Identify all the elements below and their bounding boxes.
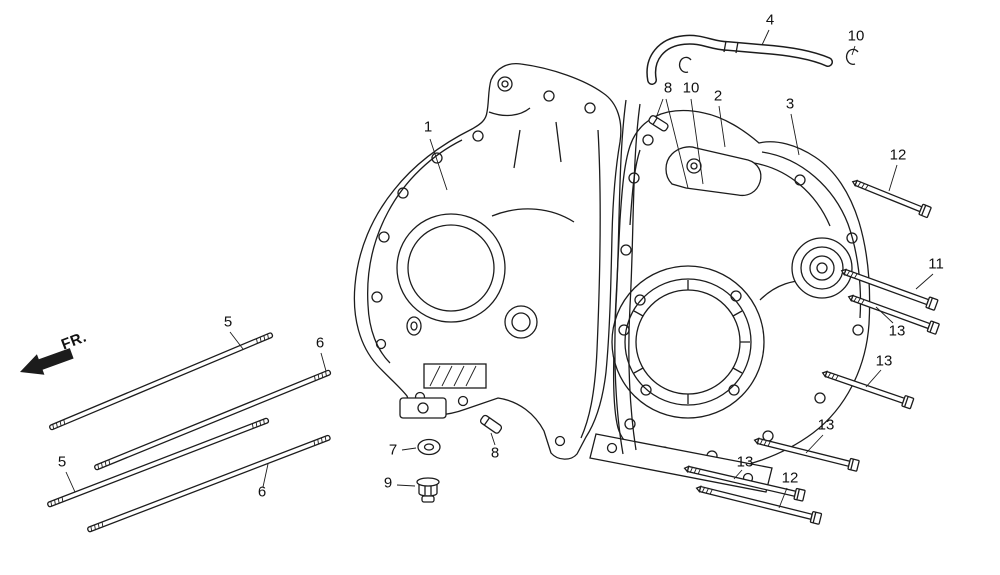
hose-clip-left xyxy=(678,56,692,73)
callout-part-12-b: 12 xyxy=(781,469,799,487)
case-mating-face-lines xyxy=(614,99,641,455)
dowel-pin-upper xyxy=(648,115,669,132)
stud-bolt-5-b xyxy=(47,417,270,508)
callout-part-1: 1 xyxy=(423,118,433,136)
callout-part-12-a: 12 xyxy=(889,146,907,164)
bolt-11 xyxy=(840,268,939,311)
bolt-12-lower xyxy=(695,485,823,525)
callout-part-10-b: 10 xyxy=(682,79,700,97)
callout-part-6-b: 6 xyxy=(257,483,267,501)
dowel-pin-lower xyxy=(479,414,503,434)
right-crankcase-half xyxy=(589,109,871,493)
callout-part-8-b: 8 xyxy=(490,444,500,462)
callout-part-11: 11 xyxy=(928,255,944,273)
callout-part-13-a: 13 xyxy=(888,322,906,340)
hose-clip-right xyxy=(845,48,859,65)
bolt-13-a xyxy=(847,294,940,335)
front-direction-arrow xyxy=(20,348,74,375)
callout-part-6-a: 6 xyxy=(315,334,325,352)
callout-part-9: 9 xyxy=(383,474,393,492)
callout-part-3: 3 xyxy=(785,95,795,113)
bolt-13-c xyxy=(753,437,860,472)
bolt-13-d xyxy=(683,465,806,502)
callout-part-4: 4 xyxy=(765,11,775,29)
callout-part-13-b: 13 xyxy=(875,352,893,370)
callout-part-5-a: 5 xyxy=(223,313,233,331)
callout-part-10-a: 10 xyxy=(847,27,865,45)
callout-part-8-a: 8 xyxy=(663,79,673,97)
drain-bolt xyxy=(416,477,440,503)
left-crankcase-half xyxy=(353,62,622,460)
callout-part-2: 2 xyxy=(713,87,723,105)
breather-hose xyxy=(646,34,833,85)
callout-part-7: 7 xyxy=(388,441,398,459)
callout-part-13-c: 13 xyxy=(817,416,835,434)
stud-bolt-6-a xyxy=(94,369,332,471)
leader-lines xyxy=(65,29,934,509)
stud-bolt-5-a xyxy=(49,332,274,431)
bolt-12-upper xyxy=(851,179,932,219)
callout-part-5-b: 5 xyxy=(57,453,67,471)
stud-bolt-6-b xyxy=(87,434,331,533)
bolt-13-b xyxy=(821,370,915,410)
callout-part-13-d: 13 xyxy=(736,453,754,471)
sealing-washer xyxy=(417,438,441,456)
